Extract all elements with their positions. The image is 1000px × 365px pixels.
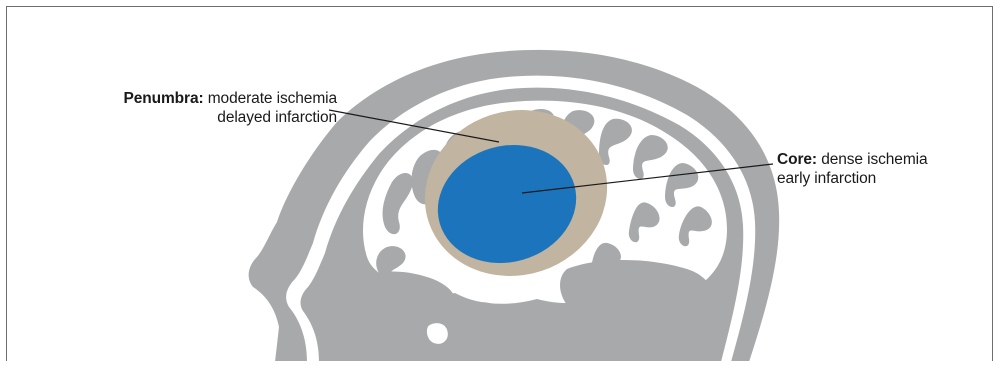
core-term: Core: [777,151,817,168]
temporal-lobe [560,260,713,334]
penumbra-term: Penumbra: [123,90,204,107]
brainstem [458,302,507,361]
core-label: Core: dense ischemia early infarction [777,150,987,188]
core-label-line1: Core: dense ischemia [777,150,987,169]
core-region [437,145,577,263]
facial-detail [423,320,451,347]
penumbra-leader-line [328,109,500,143]
core-leader-line [521,163,774,194]
face-lower [348,271,456,330]
core-desc-1: dense ischemia [821,151,928,168]
penumbra-desc-2: delayed infarction [217,109,337,126]
core-desc-2: early infarction [777,170,877,187]
penumbra-desc-1: moderate ischemia [207,90,337,107]
figure-frame [6,6,993,361]
penumbra-label: Penumbra: moderate ischemia delayed infa… [61,89,337,127]
brain-ischemia-illustration [248,49,780,361]
penumbra-label-line1: Penumbra: moderate ischemia [61,89,337,108]
